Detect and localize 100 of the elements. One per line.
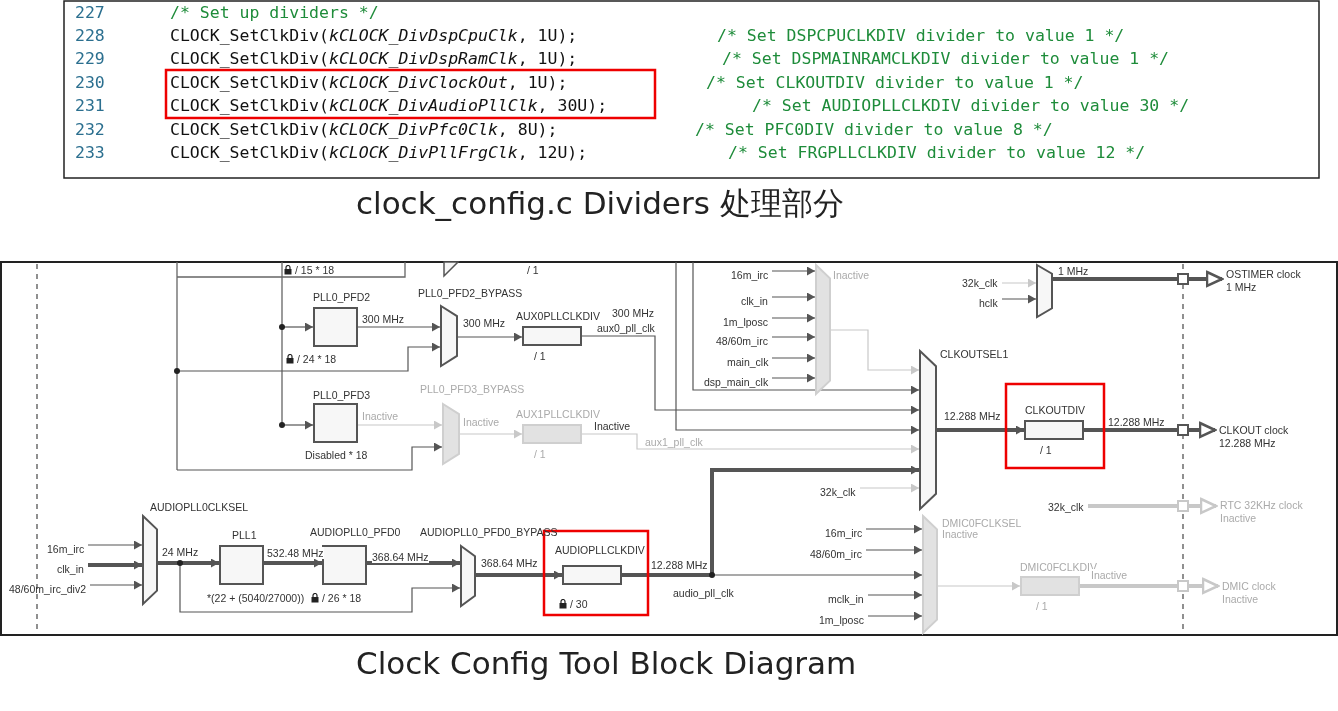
code-comment: /* Set FRGPLLCLKDIV divider to value 12 */ [728,143,1146,163]
arrow [859,483,920,493]
value-label: 300 MHz [612,307,654,319]
block-title: AUDIOPLL0CLKSEL [150,501,249,513]
output-clock-name: CLKOUT clock [1219,424,1289,436]
arrow [457,332,523,342]
signal-name: clk_in [57,563,84,575]
edge-label: audio_pll_clk [673,587,734,599]
block-title: PLL0_PFD2 [313,291,371,303]
arrow [692,261,920,395]
block-title: AUDIOPLL0_PFD0_BYPASS [420,526,558,538]
edge-label: 368.64 MHz [481,557,538,569]
divider-setting: Disabled * 18 [305,449,368,461]
arrow [937,425,1024,435]
signal-name: 48/60m_irc [810,548,862,560]
line-number: 230 [75,73,105,93]
output-clock-name: OSTIMER clock [1226,268,1301,280]
arrow [771,353,816,363]
signal-frequency: 1 MHz [1226,281,1257,293]
code-comment: /* Set DSPMAINRAMCLKDIV divider to value 1 */ [722,49,1170,69]
edge-label: aux1_pll_clk [645,436,703,448]
arrow [1053,270,1224,288]
signal-name: clk_in [741,295,768,307]
code-line: CLOCK_SetClkDiv(kCLOCK_DivPllFrgClk, 12U); [170,143,588,163]
arrow [459,429,523,439]
divider-setting: / 1 [534,448,546,460]
signal-name: 48/60m_irc_div2 [9,583,87,595]
arrow [622,465,919,577]
signal-name: 32k_clk [1048,501,1084,513]
divider-setting: / 1 [1040,444,1052,456]
arrow [581,335,920,415]
line-number: 229 [75,49,105,69]
caption: clock_config.c Dividers 处理部分 [356,184,844,223]
arrow [1001,294,1037,304]
block-title: PLL1 [232,529,257,541]
arrow [1001,278,1037,288]
arrow [476,570,562,580]
signal-name: hclk [979,297,998,309]
arrow [1088,497,1218,515]
code-comment: /* Set DSPCPUCLKDIV divider to value 1 */ [717,26,1125,46]
arrow [264,558,322,568]
edge-label: Inactive [463,416,500,428]
value-label: 12.288 MHz [651,559,708,571]
arrow [88,560,142,570]
arrow [357,420,443,430]
arrow [867,590,923,600]
value-label: / 15 * 18 [295,264,335,276]
arrow [675,261,920,435]
arrow [865,524,923,534]
edge-label: 368.64 MHz [372,551,429,563]
divider-setting: / 1 [534,350,546,362]
block-title: AUX1PLLCLKDIV [516,408,601,420]
block-title: AUX0PLLCLKDIV [516,310,601,322]
arrow [89,580,143,590]
edge-label: 12.288 MHz [944,410,1001,422]
arrow [176,442,443,471]
block-title: Inactive [833,269,870,281]
edge-label: 300 MHz [362,313,404,325]
signal-name: 16m_irc [825,527,863,539]
edge-label: aux0_pll_clk [597,322,655,334]
value-label: / 1 [527,264,539,276]
block-title: PLL0_PFD3 [313,389,371,401]
code-comment: /* Set CLKOUTDIV divider to value 1 */ [706,73,1084,93]
edge-label: 532.48 MHz [267,547,324,559]
arrow [357,322,441,332]
divider-setting: / 24 * 18 [297,353,337,365]
code-line: CLOCK_SetClkDiv(kCLOCK_DivPfc0Clk, 8U); [170,120,558,140]
divider-setting: / 30 [570,598,588,610]
block-title: AUDIOPLL0_PFD0 [310,526,401,538]
output-clock-name: RTC 32KHz clock [1220,499,1303,511]
signal-name: 32k_clk [820,486,856,498]
edge-label: Inactive [362,410,399,422]
signal-name: main_clk [727,356,769,368]
edge-label: 12.288 MHz [1108,416,1165,428]
arrow [937,581,1021,591]
arrow [771,292,816,302]
signal-name: 48/60m_irc [716,335,768,347]
code-comment: /* Set AUDIOPLLCLKDIV divider to value 30 */ [752,96,1190,116]
block-title: PLL0_PFD3_BYPASS [420,383,525,395]
divider-setting: / 1 [1036,600,1048,612]
code-line: CLOCK_SetClkDiv(kCLOCK_DivClockOut, 1U); [170,73,568,93]
signal-name: 32k_clk [962,277,998,289]
code-line: CLOCK_SetClkDiv(kCLOCK_DivAudioPllClk, 30U); [170,96,608,116]
status-label: Inactive [942,528,979,540]
arrow [771,373,816,383]
arrow [865,545,923,555]
signal-name: 16m_irc [47,543,85,555]
arrow [581,433,920,454]
line-number: 227 [75,3,105,23]
block-title: CLKOUTDIV [1025,404,1086,416]
divider-setting: / 26 * 18 [322,592,362,604]
line-number: 232 [75,120,105,140]
output-clock-name: DMIC clock [1222,580,1276,592]
arrow [1080,577,1220,595]
arrow [771,332,816,342]
caption: Clock Config Tool Block Diagram [356,645,857,681]
code-comment: /* Set up dividers */ [170,3,379,23]
signal-name: 16m_irc [731,269,769,281]
signal-frequency: 12.288 MHz [1219,437,1276,449]
block-title: DMIC0FCLKSEL [942,517,1022,529]
